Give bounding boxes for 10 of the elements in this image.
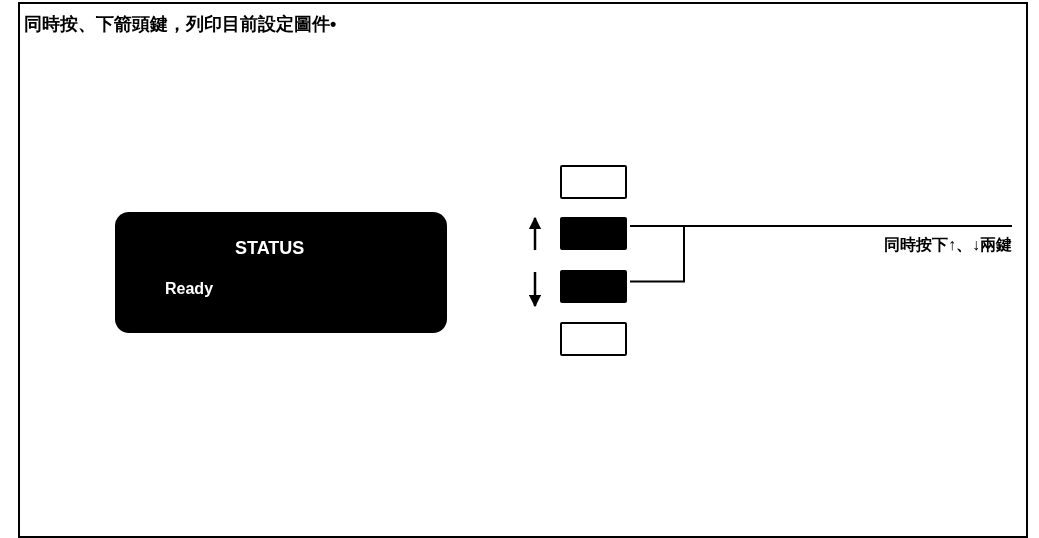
key-button — [560, 217, 627, 250]
display-status: Ready — [165, 280, 214, 298]
key-button — [560, 270, 627, 303]
display-panel — [115, 212, 447, 333]
leader-line — [629, 225, 1013, 283]
title: 同時按、下箭頭鍵，列印目前設定圖件• — [24, 13, 337, 36]
display-heading: STATUS — [235, 238, 305, 259]
key-label: 同時按下↑、↓兩鍵 — [684, 226, 1012, 258]
key-button — [560, 322, 627, 356]
key-button — [560, 165, 627, 199]
